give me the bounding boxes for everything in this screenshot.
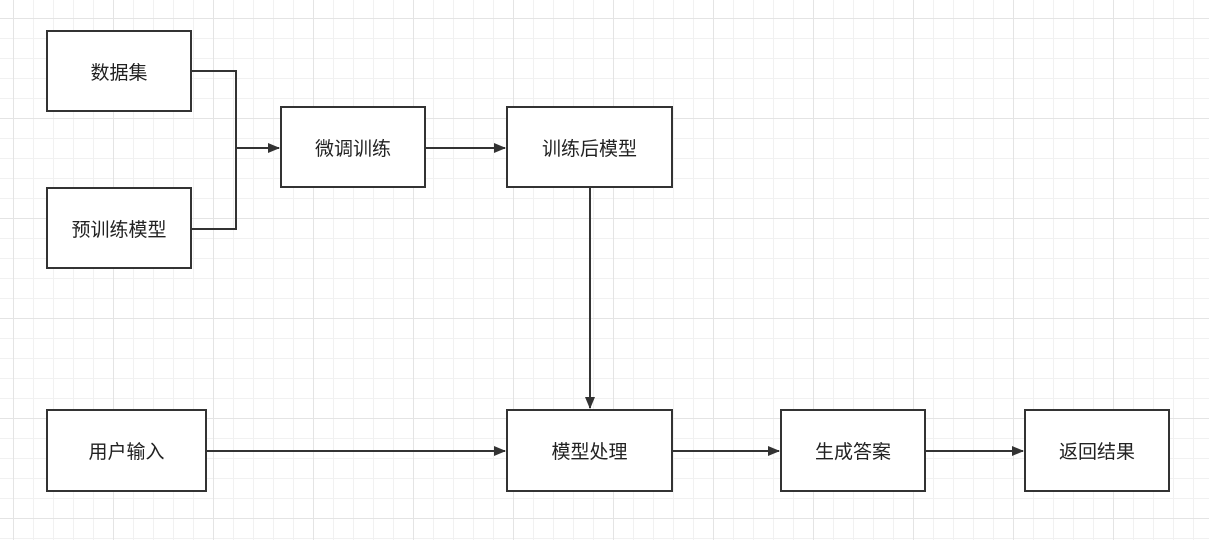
node-model-processing-label: 模型处理 xyxy=(551,441,628,463)
edge-pretrained-model-to-fine-tuning xyxy=(191,148,237,230)
node-model-processing[interactable]: 模型处理 xyxy=(506,409,673,492)
node-return-result-label: 返回结果 xyxy=(1058,441,1135,463)
node-trained-model[interactable]: 训练后模型 xyxy=(506,106,673,188)
node-user-input[interactable]: 用户输入 xyxy=(46,409,207,492)
node-dataset-label: 数据集 xyxy=(90,61,148,84)
node-generate-answer[interactable]: 生成答案 xyxy=(780,409,926,492)
node-return-result[interactable]: 返回结果 xyxy=(1024,409,1170,492)
node-pretrained-model-label: 预训练模型 xyxy=(71,218,167,241)
node-trained-model-label: 训练后模型 xyxy=(541,137,637,160)
node-user-input-label: 用户输入 xyxy=(88,441,165,463)
node-fine-tuning[interactable]: 微调训练 xyxy=(280,106,426,188)
edge-dataset-to-fine-tuning xyxy=(191,70,280,153)
node-generate-answer-label: 生成答案 xyxy=(814,441,891,463)
node-fine-tuning-label: 微调训练 xyxy=(314,137,391,160)
node-dataset[interactable]: 数据集 xyxy=(46,30,192,112)
node-pretrained-model[interactable]: 预训练模型 xyxy=(46,187,192,269)
